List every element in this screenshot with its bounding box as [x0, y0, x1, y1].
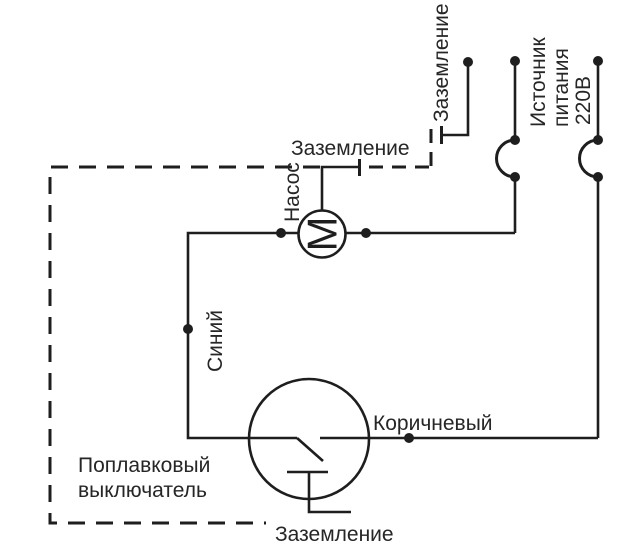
power-connector-left	[495, 56, 520, 233]
ground-dashed-loop	[48, 165, 320, 525]
label-brown-wire: Коричневый	[373, 412, 493, 435]
motor-supply-wire	[345, 228, 515, 238]
junction-dot	[361, 228, 371, 238]
blue-wire	[183, 228, 298, 440]
blue-wire-path	[186, 231, 298, 440]
motor-ground-wire	[320, 165, 358, 211]
junction-dot	[183, 324, 193, 334]
label-ground-motor: Заземление	[291, 137, 410, 160]
motor-ground-lead	[320, 57, 473, 211]
junction-dot	[276, 228, 286, 238]
junction-dot	[404, 433, 414, 443]
label-power-voltage: 220В	[572, 76, 595, 125]
pump-motor: M	[297, 209, 347, 259]
connector-arc	[495, 138, 516, 179]
ground-dashed-wire	[48, 165, 320, 525]
switch-blade	[296, 437, 324, 462]
terminal-dot	[593, 56, 603, 66]
ground-terminal-wire	[442, 62, 470, 137]
label-float-switch-1: Поплавковый	[78, 454, 210, 477]
contact-dot	[593, 172, 603, 182]
terminal-dot	[510, 56, 520, 66]
ground-terminal-dot	[463, 57, 473, 67]
label-pump: Насос	[281, 162, 304, 222]
label-power-source-2: питания	[550, 48, 573, 127]
label-ground-bottom: Заземление	[275, 523, 394, 544]
power-connector-right	[578, 56, 603, 438]
float-switch	[247, 377, 598, 514]
motor-letter-m: M	[299, 217, 346, 252]
switch-ground-lead	[307, 472, 351, 514]
contact-dot	[510, 135, 520, 145]
label-power-source-1: Источник	[527, 37, 550, 127]
label-ground-top: Заземление	[430, 3, 453, 122]
contact-dot	[593, 135, 603, 145]
contact-dot	[510, 172, 520, 182]
label-blue-wire: Синий	[204, 310, 227, 372]
connector-arc	[578, 138, 599, 179]
label-float-switch-2: выключатель	[78, 479, 207, 502]
